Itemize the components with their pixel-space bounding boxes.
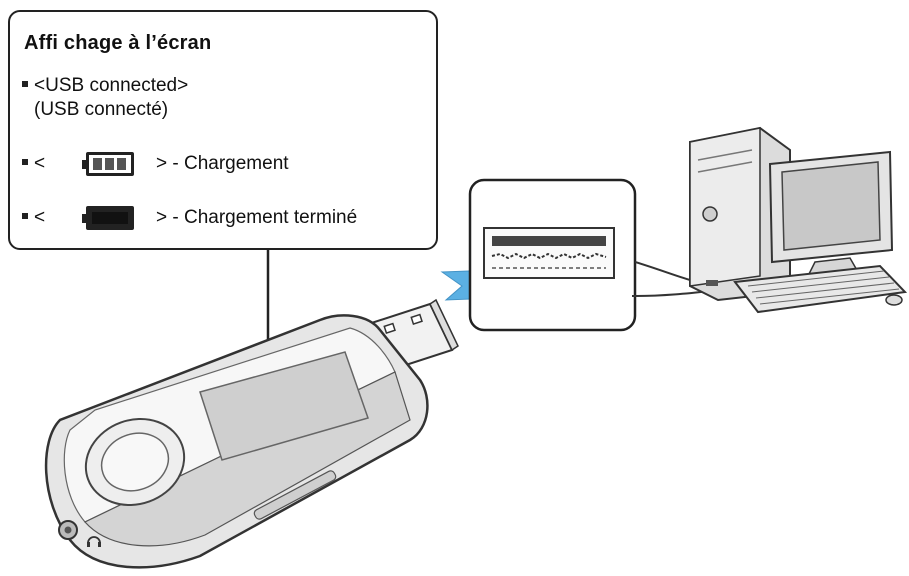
- usb-connected-item: <USB connected> (USB connecté): [22, 74, 188, 122]
- mp3-player-device: [44, 298, 459, 569]
- device-screen: [199, 351, 369, 461]
- charging-complete-prefix: <: [34, 207, 46, 228]
- desktop-computer: [689, 126, 908, 314]
- bullet: [22, 159, 28, 165]
- battery-charging-icon: [82, 152, 134, 176]
- bullet: [22, 213, 28, 219]
- callout-title: Affi chage à l’écran: [24, 32, 212, 54]
- headphone-icon: [87, 536, 101, 547]
- charging-complete-label: > - Chargement terminé: [156, 207, 358, 228]
- bullet: [22, 81, 28, 87]
- usb-connected-label: <USB connected>: [34, 75, 189, 96]
- usb-port-icon: [483, 227, 615, 279]
- on-screen-display-callout: Affi chage à l’écran <USB connected> (US…: [8, 10, 438, 250]
- charging-complete-item: <: [22, 206, 45, 230]
- charging-item: <: [22, 152, 45, 176]
- usb-port-zoom: [468, 178, 637, 332]
- charging-prefix: <: [34, 153, 46, 174]
- usb-connected-translation: (USB connecté): [34, 99, 169, 120]
- charging-label: > - Chargement: [156, 153, 289, 174]
- battery-full-icon: [82, 206, 134, 230]
